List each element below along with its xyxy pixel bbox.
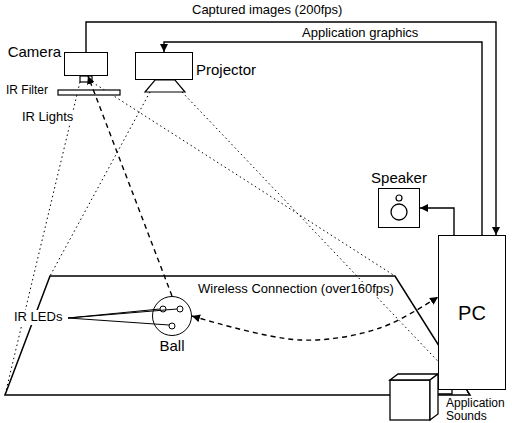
edge-label: IR Lights: [20, 110, 75, 125]
node-label: Speaker: [371, 169, 427, 186]
edge-label: Application graphics: [300, 26, 420, 41]
node-label: Projector: [196, 61, 256, 78]
node-label: Camera: [8, 43, 61, 60]
annotation-label: Application Sounds: [444, 397, 510, 423]
node-label: PC: [458, 301, 486, 324]
projector-lens: [145, 80, 185, 92]
connector-arrow: [420, 208, 454, 235]
speaker-tweeter: [396, 195, 402, 201]
ir-filter: [58, 90, 120, 95]
ball-circle: Ball: [152, 296, 192, 336]
edge-label: Wireless Connection (over160fps): [196, 282, 396, 297]
projector-box: Projector: [135, 52, 193, 80]
lower-speaker: [390, 374, 438, 420]
connector-arrow: [86, 22, 496, 235]
speaker-cone: [391, 204, 407, 220]
annotation-label: IR Filter: [4, 84, 50, 98]
camera-box: Camera: [64, 52, 108, 76]
speaker-box: Speaker: [378, 188, 420, 228]
sound-wire: [438, 390, 452, 394]
floor-surface: [5, 276, 470, 395]
connector-arrow: [88, 76, 172, 296]
led-leader-lines: [68, 309, 177, 325]
speaker-icon: [379, 189, 419, 227]
connector-arrow: [164, 42, 482, 235]
pc-box: PC: [438, 235, 506, 390]
edge-label: Captured images (200fps): [190, 3, 344, 18]
node-label: Ball: [159, 337, 184, 354]
field-of-view-lines: [5, 82, 470, 395]
annotation-label: IR LEDs: [12, 310, 64, 325]
connector-arrow: [192, 297, 438, 340]
